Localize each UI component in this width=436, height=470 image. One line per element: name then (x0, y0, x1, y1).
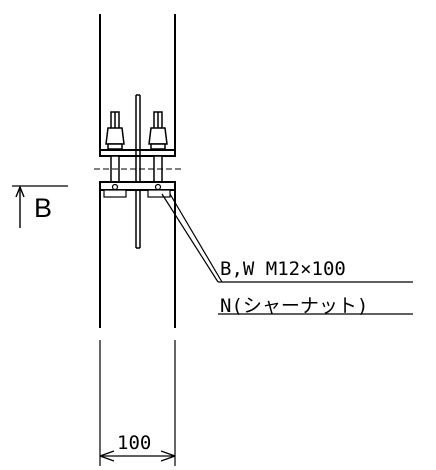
section-label: B (34, 193, 53, 223)
callout-leader (161, 193, 413, 315)
callout-line-2: N(シャーナット) (220, 295, 369, 317)
center-pin (135, 94, 141, 249)
upper-column (99, 14, 176, 155)
lower-column (99, 190, 176, 328)
bolt-right (148, 111, 168, 185)
callout-line-1: B,W M12×100 (220, 258, 346, 280)
section-marker (12, 185, 68, 228)
upper-base-plate (99, 149, 176, 157)
dimension-lines (99, 340, 176, 466)
bolt-left (105, 111, 125, 185)
nuts-washers (103, 183, 171, 198)
dimension-width-label: 100 (117, 432, 152, 454)
lower-base-plate (99, 181, 176, 191)
